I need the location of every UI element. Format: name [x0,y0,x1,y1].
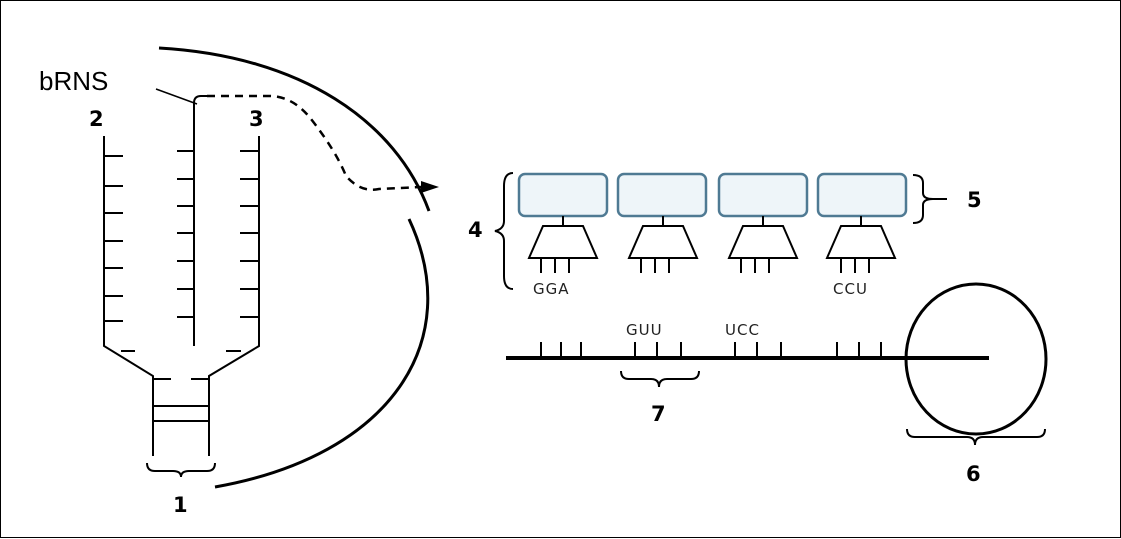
mrna-strand [506,342,989,387]
brace-7 [621,371,699,387]
amino-acid-box-4 [818,174,906,216]
label-6: 6 [966,462,981,486]
right-strand-ticks [226,151,259,351]
codon-gu-u: GUU [626,321,663,339]
label-1: 1 [173,493,188,517]
left-strand-ticks [104,156,123,321]
label-2: 2 [89,107,104,131]
amino-acid-box-2 [618,174,706,216]
amino-acid-box-3 [719,174,807,216]
trna-2 [629,226,697,258]
stem-rungs [153,406,209,421]
brace-4 [495,173,513,289]
label-brns: bRNS [39,66,108,96]
trna-1 [529,226,597,258]
trna-units [495,173,947,289]
brace-1 [147,463,215,477]
label-4: 4 [468,218,483,242]
anticodon-1: GGA [533,280,570,298]
label-5: 5 [967,188,982,212]
anticodon-4: CCU [833,280,868,298]
strand-brns [194,96,207,346]
label-7: 7 [651,402,666,426]
trna-3 [729,226,797,258]
upper-arc [159,48,429,211]
brns-pointer [156,89,197,104]
middle-strand-ticks [177,151,194,317]
brace-6 [907,429,1045,445]
label-3: 3 [249,107,264,131]
export-arrowhead [421,181,439,193]
strand-3 [209,136,259,456]
brace-5 [913,175,933,223]
trna-4 [827,226,895,258]
codon-ucc: UCC [725,321,760,339]
ladder-structure [104,89,259,477]
amino-acid-box-1 [519,174,607,216]
